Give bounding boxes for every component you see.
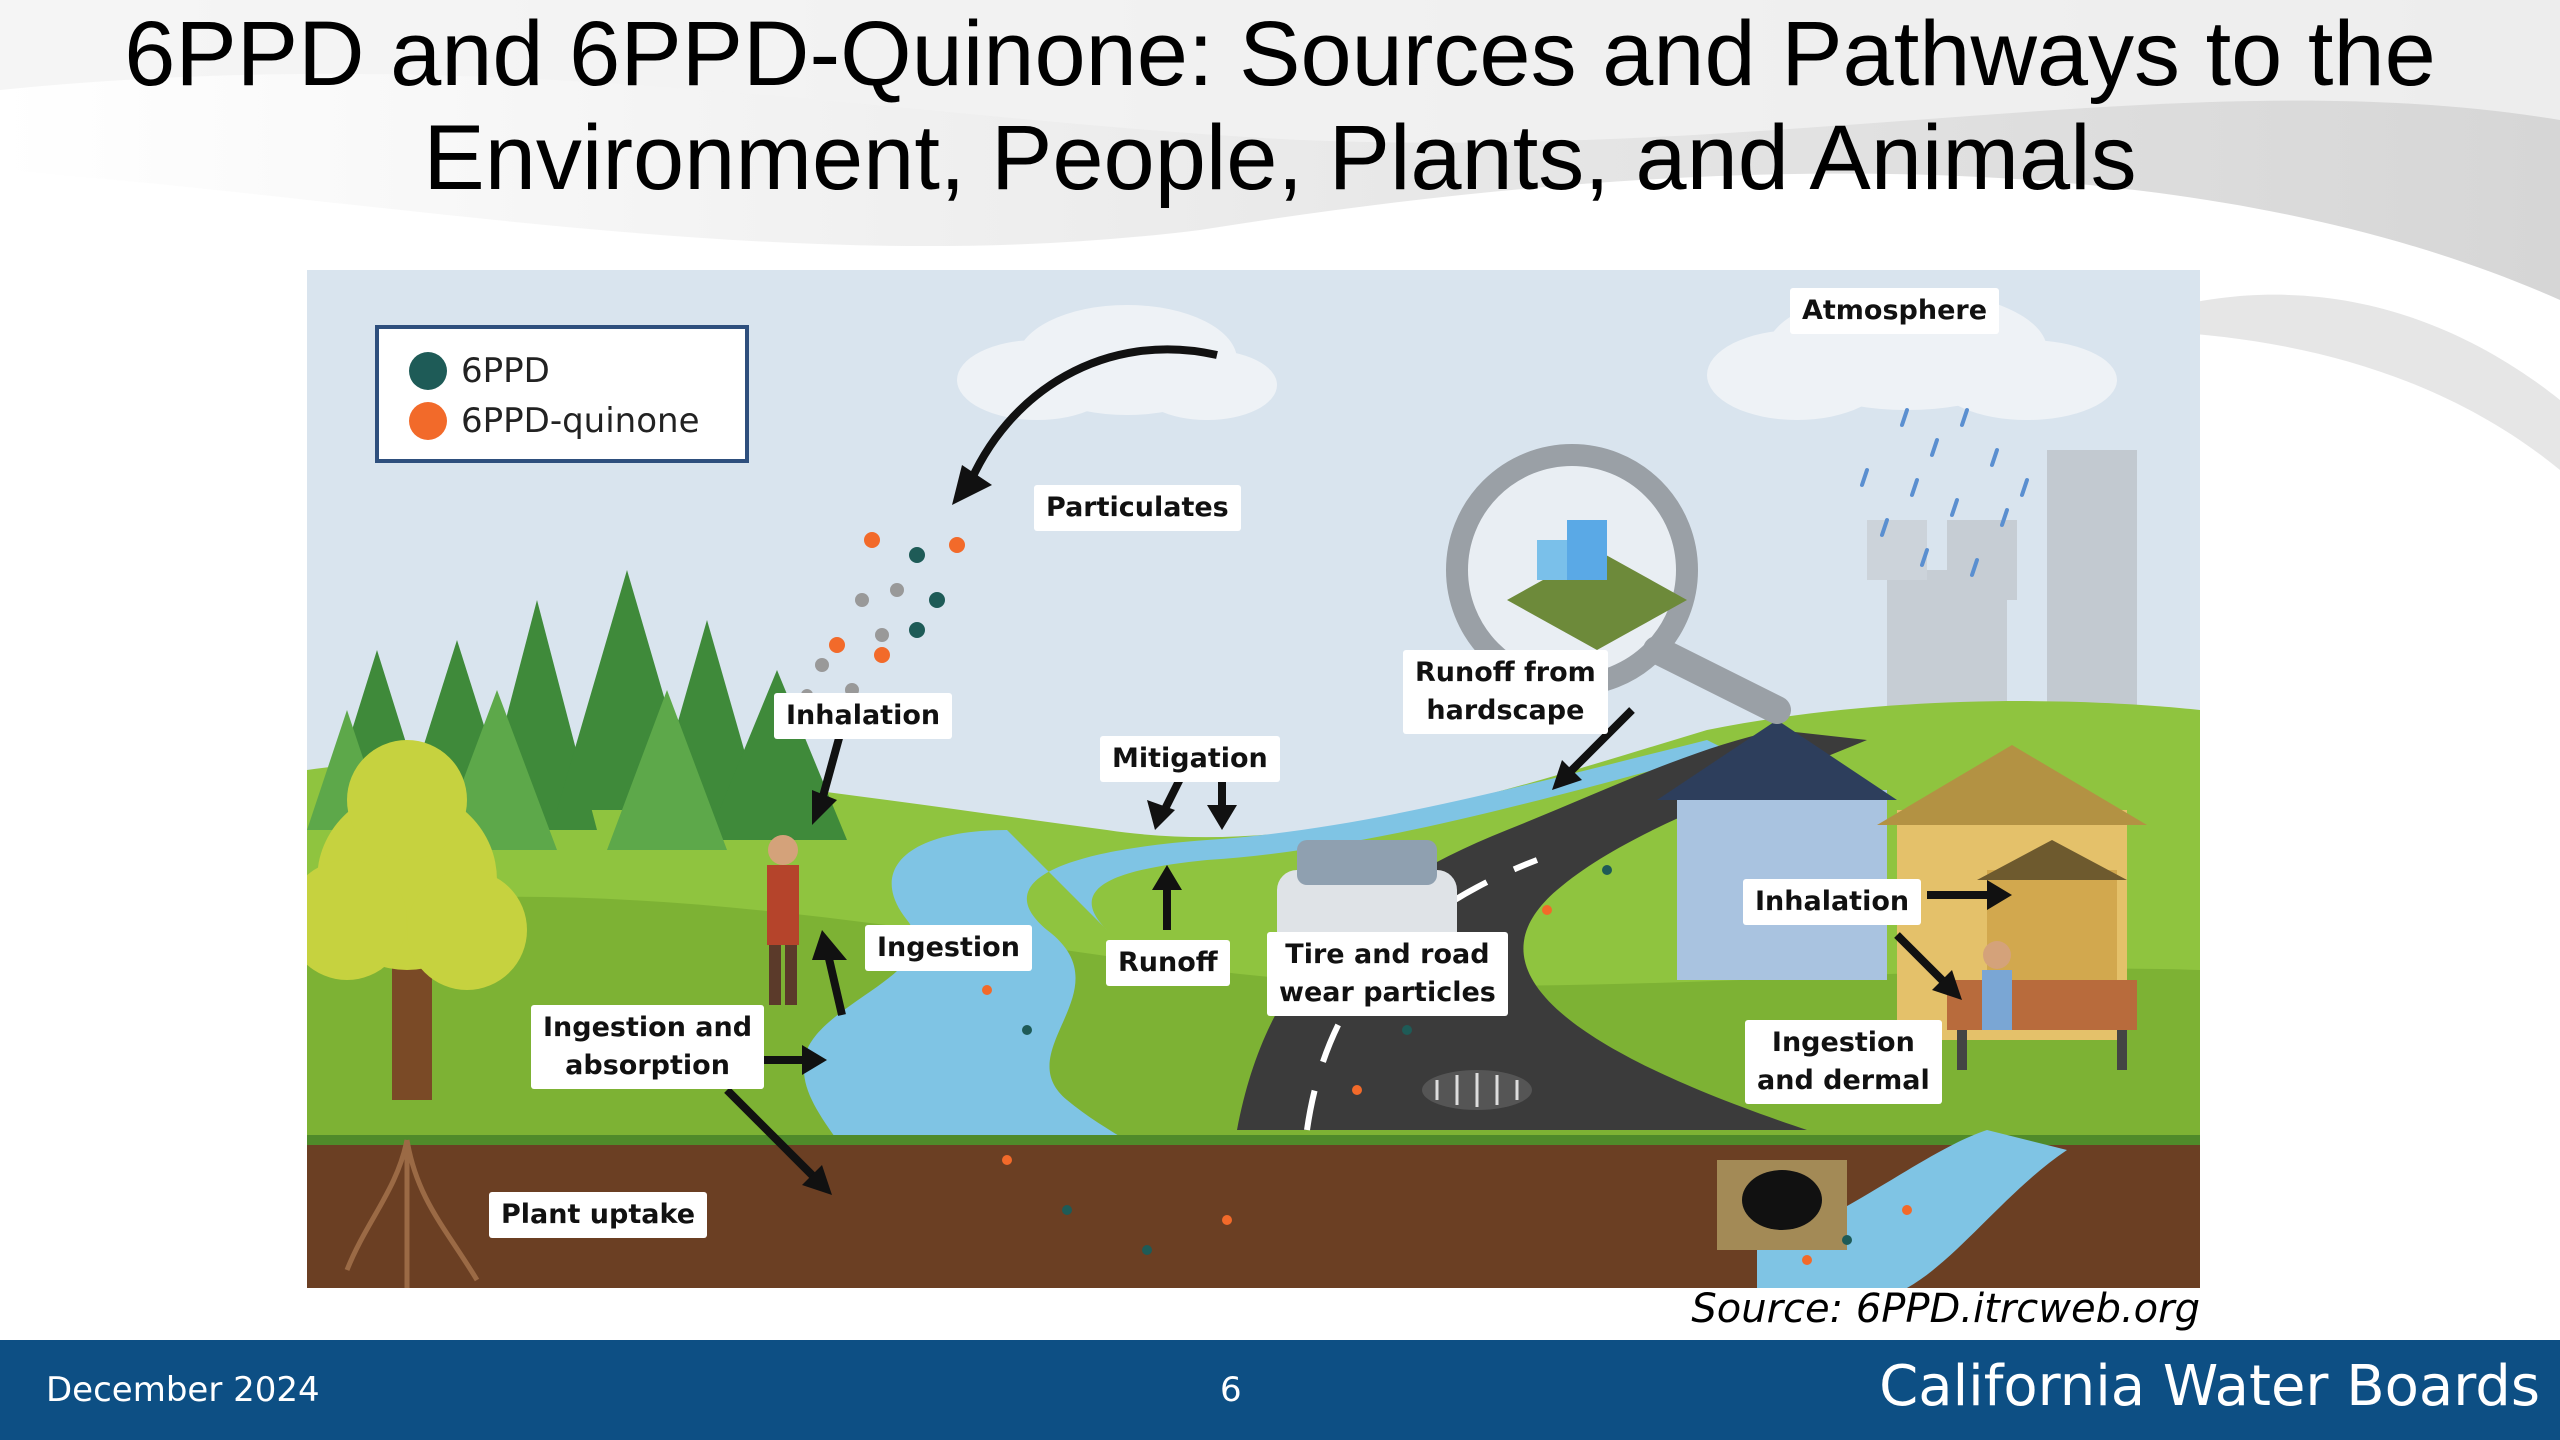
label-line: Ingestion and — [543, 1012, 753, 1043]
legend: 6PPD 6PPD-quinone — [375, 325, 749, 463]
label-line: Tire and road — [1285, 939, 1490, 970]
legend-item-6ppd-quinone: 6PPD-quinone — [409, 399, 699, 443]
label-line: and dermal — [1757, 1065, 1930, 1096]
particle-cloud — [801, 532, 965, 701]
legend-dot-icon — [409, 402, 447, 440]
yellow-tree — [307, 740, 527, 990]
cloud-left — [957, 305, 1277, 420]
label-line: hardscape — [1426, 695, 1585, 726]
label-runoff: Runoff — [1106, 940, 1230, 986]
legend-label: 6PPD-quinone — [461, 401, 700, 441]
label-line: Ingestion — [1771, 1027, 1915, 1058]
water-contaminant-dots — [982, 865, 1912, 1265]
label-tire-road-wear: Tire and road wear particles — [1267, 932, 1508, 1016]
label-ingestion-and-dermal: Ingestion and dermal — [1745, 1020, 1942, 1104]
title-line-1: 6PPD and 6PPD-Quinone: Sources and Pathw… — [124, 3, 2436, 105]
label-plant-uptake: Plant uptake — [489, 1192, 708, 1238]
label-mitigation: Mitigation — [1100, 736, 1280, 782]
page-number: 6 — [1220, 1370, 1242, 1410]
label-line: Runoff from — [1415, 657, 1596, 688]
label-line: absorption — [565, 1050, 730, 1081]
footer-organization: California Water Boards — [1879, 1354, 2540, 1419]
label-ingestion-and-absorption: Ingestion and absorption — [531, 1005, 765, 1089]
slide-title: 6PPD and 6PPD-Quinone: Sources and Pathw… — [0, 2, 2560, 210]
magnifier-icon — [1446, 444, 1791, 724]
label-particulates: Particulates — [1034, 485, 1241, 531]
footer-bar: December 2024 6 California Water Boards — [0, 1340, 2560, 1440]
label-ingestion: Ingestion — [865, 925, 1032, 971]
label-atmosphere: Atmosphere — [1790, 288, 2000, 334]
footer-date: December 2024 — [46, 1370, 320, 1410]
label-inhalation-left: Inhalation — [774, 693, 953, 739]
label-runoff-from-hardscape: Runoff from hardscape — [1403, 650, 1608, 734]
rain-drops — [1860, 408, 2029, 577]
label-line: wear particles — [1279, 977, 1496, 1008]
source-citation: Source: 6PPD.itrcweb.org — [1691, 1286, 2200, 1332]
legend-item-6ppd: 6PPD — [409, 349, 550, 393]
pathways-diagram: 6PPD 6PPD-quinone Atmosphere Particulate… — [307, 270, 2200, 1288]
label-inhalation-right: Inhalation — [1743, 879, 1922, 925]
legend-dot-icon — [409, 352, 447, 390]
legend-label: 6PPD — [461, 351, 550, 391]
title-line-2: Environment, People, Plants, and Animals — [423, 107, 2137, 209]
